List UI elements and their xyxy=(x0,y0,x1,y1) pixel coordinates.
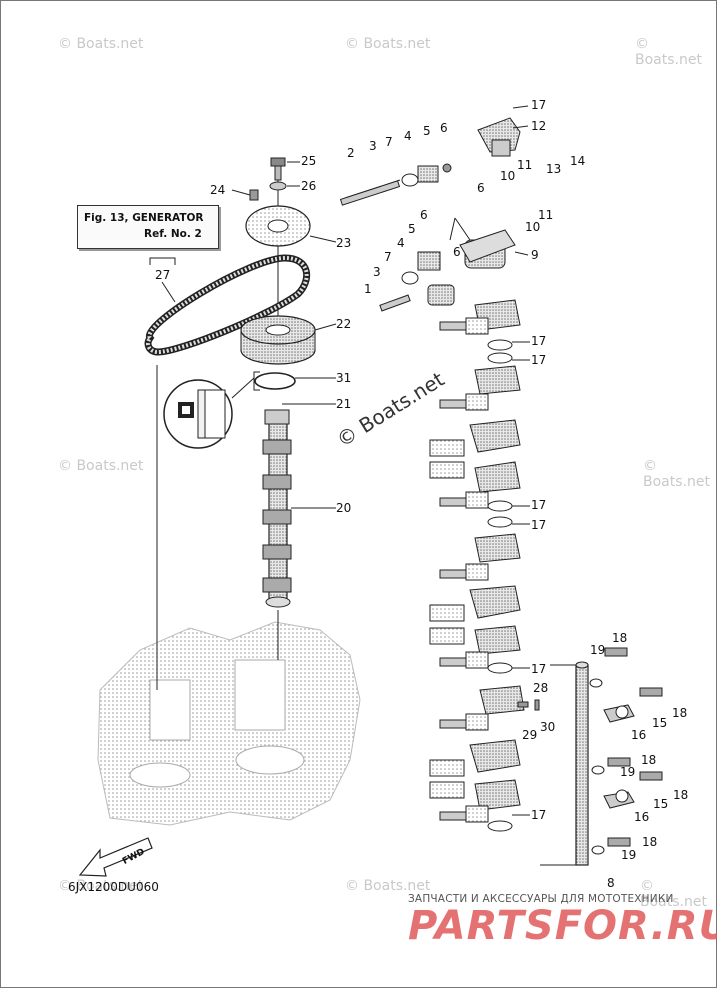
rocker-shaft xyxy=(540,661,589,866)
callout-11: 11 xyxy=(538,208,554,222)
callout-25: 25 xyxy=(301,154,317,168)
callout-17: 17 xyxy=(531,98,547,112)
callout-3: 3 xyxy=(373,265,381,279)
callout-9: 9 xyxy=(531,248,539,262)
callout-17: 17 xyxy=(531,353,547,367)
callout-1: 1 xyxy=(364,282,372,296)
watermark: © Boats.net xyxy=(345,36,431,52)
callout-11: 11 xyxy=(517,158,533,172)
callout-19: 19 xyxy=(620,765,636,779)
callout-13: 13 xyxy=(546,162,562,176)
callout-7: 7 xyxy=(385,135,393,149)
callout-7: 7 xyxy=(384,250,392,264)
callout-19: 19 xyxy=(590,643,606,657)
callout-2: 2 xyxy=(347,146,355,160)
callout-17: 17 xyxy=(531,498,547,512)
brand-name: PARTSFOR.RU xyxy=(408,903,717,949)
reference-box: Fig. 13, GENERATOR Ref. No. 2 xyxy=(77,205,219,249)
watermark: © Boats.net xyxy=(635,36,702,68)
watermark: © Boats.net xyxy=(643,458,710,490)
callout-17: 17 xyxy=(531,808,547,822)
watermark: © Boats.net xyxy=(58,878,144,894)
callout-16: 16 xyxy=(631,728,647,742)
callout-18: 18 xyxy=(673,788,689,802)
callout-22: 22 xyxy=(336,317,352,331)
callout-19: 19 xyxy=(621,848,637,862)
callout-18: 18 xyxy=(672,706,688,720)
callout-17: 17 xyxy=(531,518,547,532)
callout-5: 5 xyxy=(423,124,431,138)
callout-6: 6 xyxy=(477,181,485,195)
callout-18: 18 xyxy=(612,631,628,645)
callout-23: 23 xyxy=(336,236,352,250)
callout-24: 24 xyxy=(210,183,226,197)
camshaft xyxy=(262,409,292,608)
callout-14: 14 xyxy=(570,154,586,168)
callout-6: 6 xyxy=(420,208,428,222)
callout-26: 26 xyxy=(301,179,317,193)
rocker-arm-stack xyxy=(339,117,540,832)
callout-17: 17 xyxy=(531,662,547,676)
callout-31: 31 xyxy=(336,371,352,385)
callout-21: 21 xyxy=(336,397,352,411)
watermark: © Boats.net xyxy=(345,878,431,894)
timing-belt xyxy=(144,254,311,356)
callout-4: 4 xyxy=(397,236,405,250)
watermark: © Boats.net xyxy=(58,458,144,474)
callout-27: 27 xyxy=(155,268,171,282)
callout-10: 10 xyxy=(500,169,516,183)
callout-28: 28 xyxy=(533,681,549,695)
reference-line-2: Ref. No. 2 xyxy=(144,228,202,240)
sealant-callout xyxy=(163,377,255,449)
callout-17: 17 xyxy=(531,334,547,348)
callout-10: 10 xyxy=(525,220,541,234)
callout-20: 20 xyxy=(336,501,352,515)
pulley-plate xyxy=(245,205,311,247)
engine-block xyxy=(97,621,361,826)
fwd-arrow-icon xyxy=(78,837,153,877)
shaft-hardware xyxy=(589,647,663,855)
reference-line-1: Fig. 13, GENERATOR xyxy=(84,212,204,224)
camshaft-pulley xyxy=(240,315,316,365)
callout-8: 8 xyxy=(607,876,615,890)
callout-29: 29 xyxy=(522,728,538,742)
brand-subtitle: ЗАПЧАСТИ И АКСЕССУАРЫ ДЛЯ МОТОТЕХНИКИ xyxy=(408,893,674,905)
callout-3: 3 xyxy=(369,139,377,153)
callout-5: 5 xyxy=(408,222,416,236)
diagram-code: 6JX1200DU060 xyxy=(68,880,159,894)
callout-30: 30 xyxy=(540,720,556,734)
callout-6: 6 xyxy=(440,121,448,135)
watermark: © Boats.net xyxy=(58,36,144,52)
callout-18: 18 xyxy=(641,753,657,767)
callout-12: 12 xyxy=(531,119,547,133)
callout-4: 4 xyxy=(404,129,412,143)
callout-6: 6 xyxy=(453,245,461,259)
watermark: © Boats.net xyxy=(640,878,707,910)
callout-15: 15 xyxy=(653,797,669,811)
callout-15: 15 xyxy=(652,716,668,730)
callout-16: 16 xyxy=(634,810,650,824)
callout-18: 18 xyxy=(642,835,658,849)
